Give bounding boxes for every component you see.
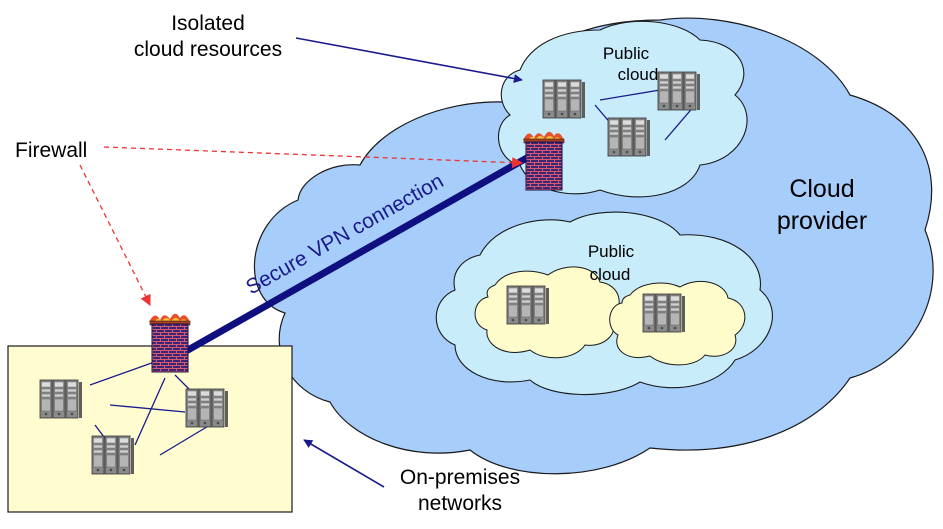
firewall-icon [148, 313, 191, 373]
firewall-label: Firewall [15, 139, 87, 162]
public-cloud-top-label-line1: Public [603, 44, 650, 63]
server-rack-icon [657, 71, 701, 111]
on-premises-network-box [7, 345, 293, 513]
public-cloud-top-label-line2: cloud [618, 65, 659, 84]
server-rack-icon [506, 285, 550, 325]
on-premises-arrow [303, 439, 385, 488]
isolated-cloud-resources-label-line1: Isolated [171, 12, 245, 35]
server-rack-icon [542, 79, 586, 119]
cloud-provider-label-line1: Cloud [789, 175, 854, 203]
server-rack-icon [91, 435, 135, 475]
on-premises-label-line1: On-premises [400, 466, 520, 489]
server-rack-icon [642, 293, 686, 333]
on-premises-label-line2: networks [418, 492, 502, 515]
server-rack-icon [185, 388, 229, 428]
vpn-connection-line [184, 151, 536, 354]
firewall-arrow-cloud [103, 146, 524, 169]
cloud-provider-label-line2: provider [777, 207, 867, 235]
server-rack-icon [607, 117, 651, 157]
public-cloud-bottom-label-line1: Public [588, 242, 635, 261]
firewall-icon [522, 131, 565, 191]
firewall-arrow-onprem [79, 164, 151, 306]
isolated-cloud-resources-label-line2: cloud resources [134, 38, 282, 61]
public-cloud-bottom-label-line2: cloud [590, 265, 631, 284]
server-rack-icon [39, 379, 83, 419]
isolated-resources-arrow [295, 37, 523, 83]
